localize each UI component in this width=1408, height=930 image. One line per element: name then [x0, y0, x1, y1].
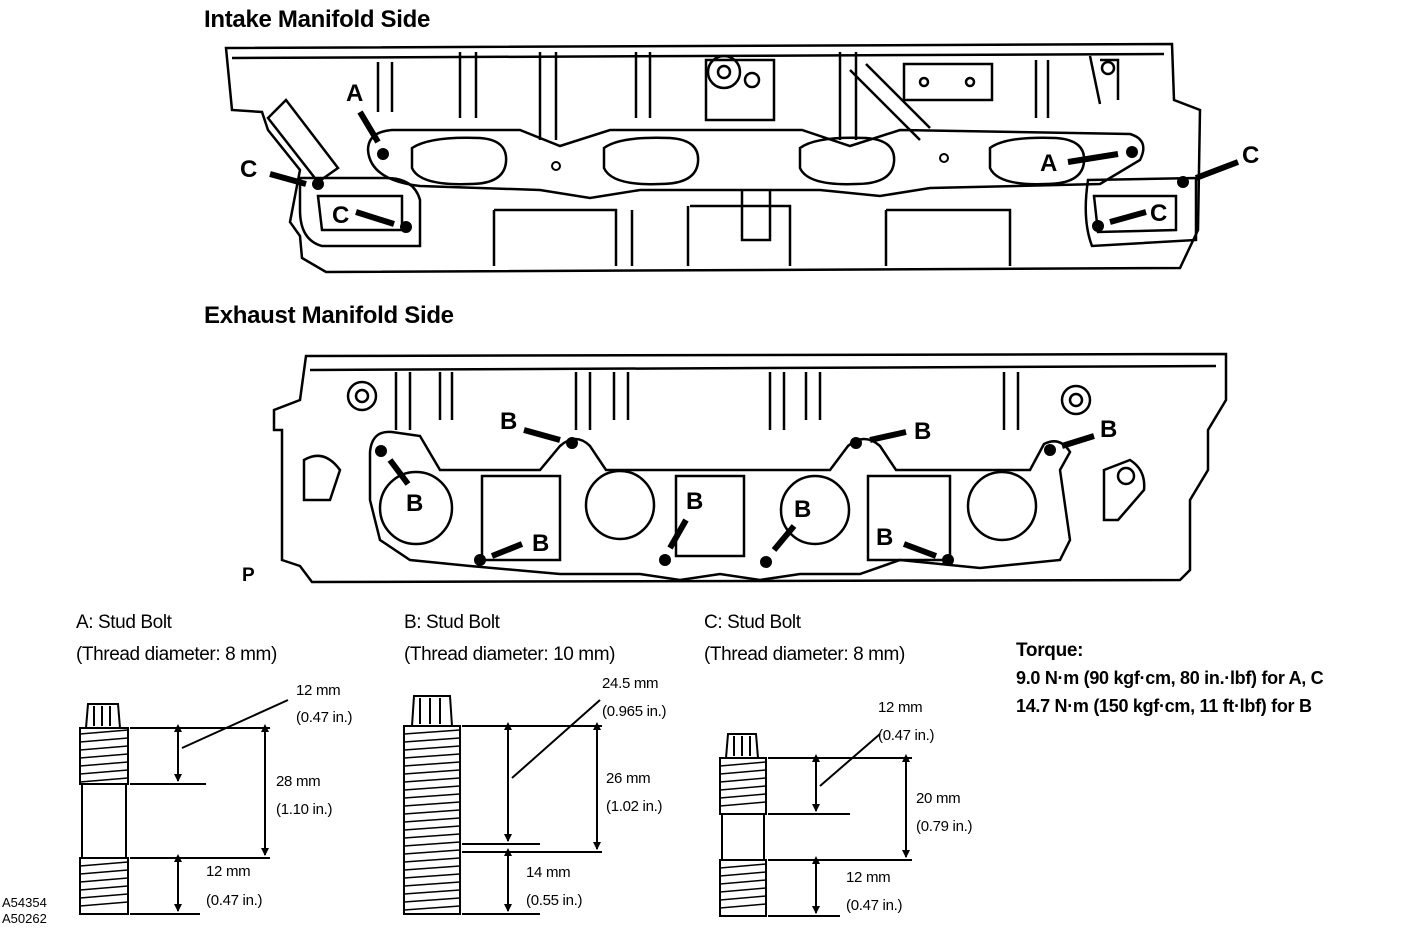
stud-a-dim3-mm: 12 mm: [206, 863, 251, 880]
callout-c-left-outer: C: [240, 156, 258, 183]
stud-c-dim1-mm: 12 mm: [878, 699, 923, 716]
callout-b-8: B: [876, 524, 894, 551]
callout-b-2: B: [914, 418, 932, 445]
stud-c-drawing: [719, 733, 912, 917]
stud-b-dim2-mm: 26 mm: [606, 770, 651, 787]
exhaust-heading: Exhaust Manifold Side: [204, 302, 454, 329]
stud-a-dim1-in: (0.47 in.): [296, 709, 353, 726]
torque-line-2: 14.7 N·m (150 kgf·cm, 11 ft·lbf) for B: [1016, 696, 1312, 716]
stud-a-title: A: Stud Bolt: [76, 612, 172, 633]
callout-c-right-outer: C: [1242, 142, 1260, 169]
figure-code-2: A50262: [2, 911, 47, 926]
callout-b-1: B: [500, 408, 518, 435]
callout-b-3: B: [1100, 416, 1118, 443]
intake-heading: Intake Manifold Side: [204, 6, 431, 33]
stud-c-title: C: Stud Bolt: [704, 612, 801, 633]
stud-b-spec: (Thread diameter: 10 mm): [404, 644, 616, 665]
torque-line-1: 9.0 N·m (90 kgf·cm, 80 in.·lbf) for A, C: [1016, 668, 1324, 688]
callout-b-7: B: [794, 496, 812, 523]
stud-b-drawing: [403, 695, 602, 915]
stud-b-dim3-in: (0.55 in.): [526, 892, 583, 909]
stud-c-dim2-mm: 20 mm: [916, 790, 961, 807]
stud-c-spec: (Thread diameter: 8 mm): [704, 644, 905, 665]
stud-c-dim3-mm: 12 mm: [846, 869, 891, 886]
stud-a-dim1-mm: 12 mm: [296, 682, 341, 699]
callout-c-left-inner: C: [332, 202, 350, 229]
stud-c-dim1-in: (0.47 in.): [878, 727, 935, 744]
callout-a-left: A: [346, 80, 364, 107]
torque-title: Torque:: [1016, 640, 1084, 661]
stud-c-dim3-in: (0.47 in.): [846, 897, 903, 914]
stud-a-dim2-mm: 28 mm: [276, 773, 321, 790]
callout-a-right: A: [1040, 150, 1058, 177]
callout-b-4: B: [406, 490, 424, 517]
callout-b-6: B: [686, 488, 704, 515]
stud-a-spec: (Thread diameter: 8 mm): [76, 644, 277, 665]
callout-c-right-inner: C: [1150, 200, 1168, 227]
stud-b-dim1-in: (0.965 in.): [602, 703, 667, 720]
intake-side-head: [224, 42, 1202, 274]
exhaust-side-head: [272, 352, 1228, 584]
stud-c-dim2-in: (0.79 in.): [916, 818, 973, 835]
callout-b-5: B: [532, 530, 550, 557]
stud-b-dim1-mm: 24.5 mm: [602, 675, 659, 692]
exhaust-stud-holes: [375, 437, 1056, 568]
stud-b-title: B: Stud Bolt: [404, 612, 500, 633]
intake-stud-holes: [312, 146, 1189, 233]
stud-a-dim3-in: (0.47 in.): [206, 892, 263, 909]
exhaust-callout-arrows: [387, 427, 1095, 559]
stud-b-dim2-in: (1.02 in.): [606, 798, 663, 815]
stud-a-drawing: [79, 699, 289, 915]
stud-b-dim3-mm: 14 mm: [526, 864, 571, 881]
callout-p: P: [242, 565, 255, 586]
intake-callout-arrows: [269, 110, 1240, 227]
figure-code-1: A54354: [2, 895, 47, 910]
stud-a-dim2-in: (1.10 in.): [276, 801, 333, 818]
